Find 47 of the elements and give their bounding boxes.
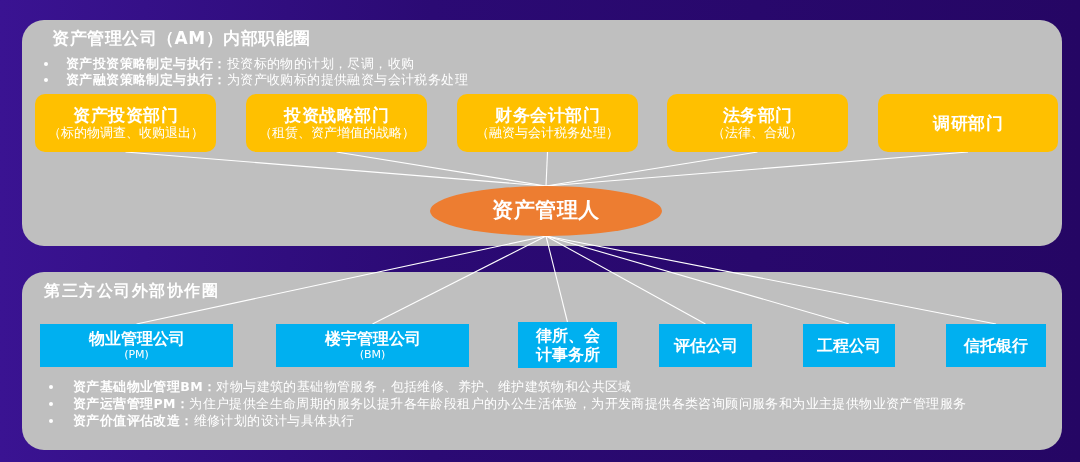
partner-box	[40, 324, 233, 367]
bullet-text: 资产基础物业管理BM：对物与建筑的基础物管服务，包括维修、养护、维护建筑物和公共区域	[73, 378, 632, 395]
panel-title: 第三方公司外部协作圈	[44, 281, 219, 302]
partner-note: (PM)	[124, 347, 149, 363]
connector-line	[335, 151, 547, 187]
connector-line	[545, 151, 549, 187]
department-name: 投资战略部门	[284, 104, 389, 126]
department-note: （融资与会计税务处理）	[476, 125, 619, 142]
bullet-text: 资产投资策略制定与执行：投资标的物的计划，尽调，收购	[66, 56, 415, 72]
panel-title: 资产管理公司（AM）内部职能圈	[52, 27, 311, 50]
partner-note: (BM)	[359, 347, 386, 363]
partner-box	[518, 322, 617, 368]
department-name: 调研部门	[933, 112, 1003, 134]
bullet-text: 资产融资策略制定与执行：为资产收购标的提供融资与会计税务处理	[66, 72, 468, 88]
department-box	[878, 94, 1058, 152]
department-name: 资产投资部门	[73, 104, 178, 126]
partner-name: 工程公司	[817, 335, 881, 356]
partner-name: 物业管理公司	[88, 328, 185, 348]
partner-box	[276, 324, 469, 367]
partner-box	[803, 324, 895, 367]
role-ellipse	[430, 186, 662, 236]
bullet-text: 资产运营管理PM：为住户提供全生命周期的服务以提升各年龄段租户的办公生活体验，为开发商提供各类咨询顾问服务和为业主提供物业资产管理服务	[73, 395, 967, 412]
connector-line	[545, 235, 707, 325]
connector-line	[545, 235, 569, 323]
department-name: 法务部门	[722, 104, 793, 126]
partner-name: 律所、会计事务所	[534, 325, 601, 365]
department-box	[246, 94, 427, 152]
partner-name: 楼宇管理公司	[324, 328, 421, 348]
role-label: 资产管理人	[492, 198, 600, 224]
connector-line	[371, 235, 547, 325]
department-name: 财务会计部门	[495, 104, 600, 126]
department-box	[35, 94, 216, 152]
group-panel	[22, 272, 1062, 450]
connector-line	[545, 235, 997, 325]
group-panel	[22, 20, 1062, 246]
partner-box	[946, 324, 1046, 367]
bullet-text: 资产价值评估改造：维修计划的设计与具体执行	[73, 412, 355, 429]
partner-name: 信托银行	[964, 335, 1028, 356]
department-note: （标的物调查、收购退出）	[47, 125, 204, 142]
department-note: （法律、合规）	[712, 125, 803, 142]
department-note: （租赁、资产增值的战略）	[258, 125, 415, 142]
partner-box	[659, 324, 752, 367]
partner-name: 评估公司	[673, 335, 738, 356]
connector-line	[545, 151, 969, 187]
department-box	[667, 94, 848, 152]
connector-line	[135, 235, 547, 325]
department-box	[457, 94, 638, 152]
